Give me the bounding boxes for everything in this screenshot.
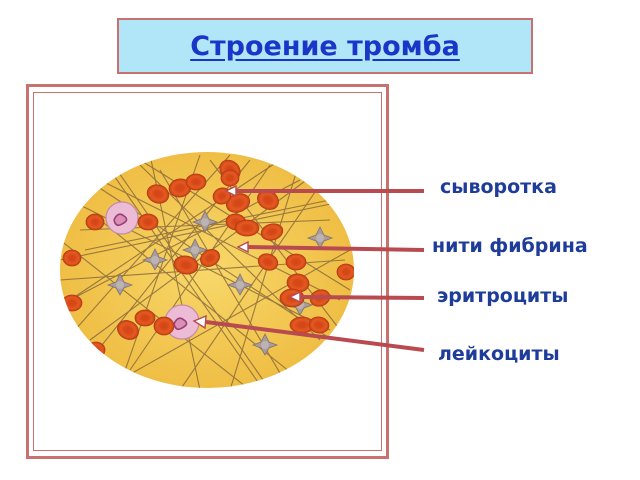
erythrocyte <box>168 178 192 198</box>
erythrocyte <box>86 341 106 359</box>
erythrocyte <box>220 169 240 187</box>
fibrin-strand <box>229 159 301 388</box>
arrowhead-serum <box>224 184 237 198</box>
platelet <box>181 238 209 261</box>
platelet <box>251 333 279 356</box>
erythrocyte <box>85 213 105 231</box>
label-serum: сыворотка <box>440 176 557 198</box>
fibrin-strand <box>139 164 321 341</box>
leukocyte <box>105 201 139 235</box>
page-title: Строение тромба <box>190 30 460 62</box>
erythrocyte <box>62 249 82 267</box>
erythrocyte <box>137 213 159 231</box>
arrowhead-fibrin <box>236 240 249 254</box>
label-erythrocytes: эритроциты <box>437 285 569 307</box>
erythrocyte <box>260 223 284 241</box>
erythrocyte <box>146 184 170 204</box>
title-box: Строение тромба <box>117 18 533 74</box>
fibrin-strand <box>109 159 271 388</box>
image-frame-inner <box>33 92 382 451</box>
erythrocyte <box>308 316 330 334</box>
platelet <box>226 273 254 296</box>
arrow-heads <box>192 184 301 330</box>
label-fibrin: нити фибрина <box>432 235 588 257</box>
fibrin-strand <box>159 169 291 388</box>
arrow-erythrocytes <box>299 295 425 300</box>
erythrocyte <box>185 173 207 191</box>
erythrocyte <box>286 273 310 293</box>
fibrin-strand <box>119 249 351 381</box>
erythrocyte <box>153 316 175 336</box>
erythrocyte <box>134 309 156 327</box>
label-leukocytes: лейкоциты <box>438 343 560 365</box>
erythrocyte <box>285 253 307 271</box>
platelet <box>191 210 219 233</box>
erythrocyte <box>257 253 279 271</box>
erythrocyte <box>200 249 220 267</box>
erythrocyte <box>234 219 260 237</box>
leukocytes <box>105 201 200 340</box>
erythrocyte <box>173 255 199 275</box>
fibrin-strand <box>60 239 251 388</box>
pointer-arrows <box>205 189 425 352</box>
arrowhead-erythrocytes <box>288 290 301 304</box>
fibrin-strand <box>179 169 331 388</box>
arrow-leukocytes <box>205 320 425 352</box>
erythrocyte <box>117 320 139 340</box>
arrow-fibrin <box>247 245 425 252</box>
fibrin-strand <box>99 219 301 381</box>
arrowhead-leukocytes <box>192 314 207 330</box>
fibrin-strand <box>109 169 261 386</box>
erythrocyte <box>225 193 251 213</box>
platelet <box>306 226 334 249</box>
erythrocyte <box>61 294 83 312</box>
erythrocyte <box>336 263 354 281</box>
platelet <box>141 248 169 271</box>
platelet <box>106 273 134 296</box>
